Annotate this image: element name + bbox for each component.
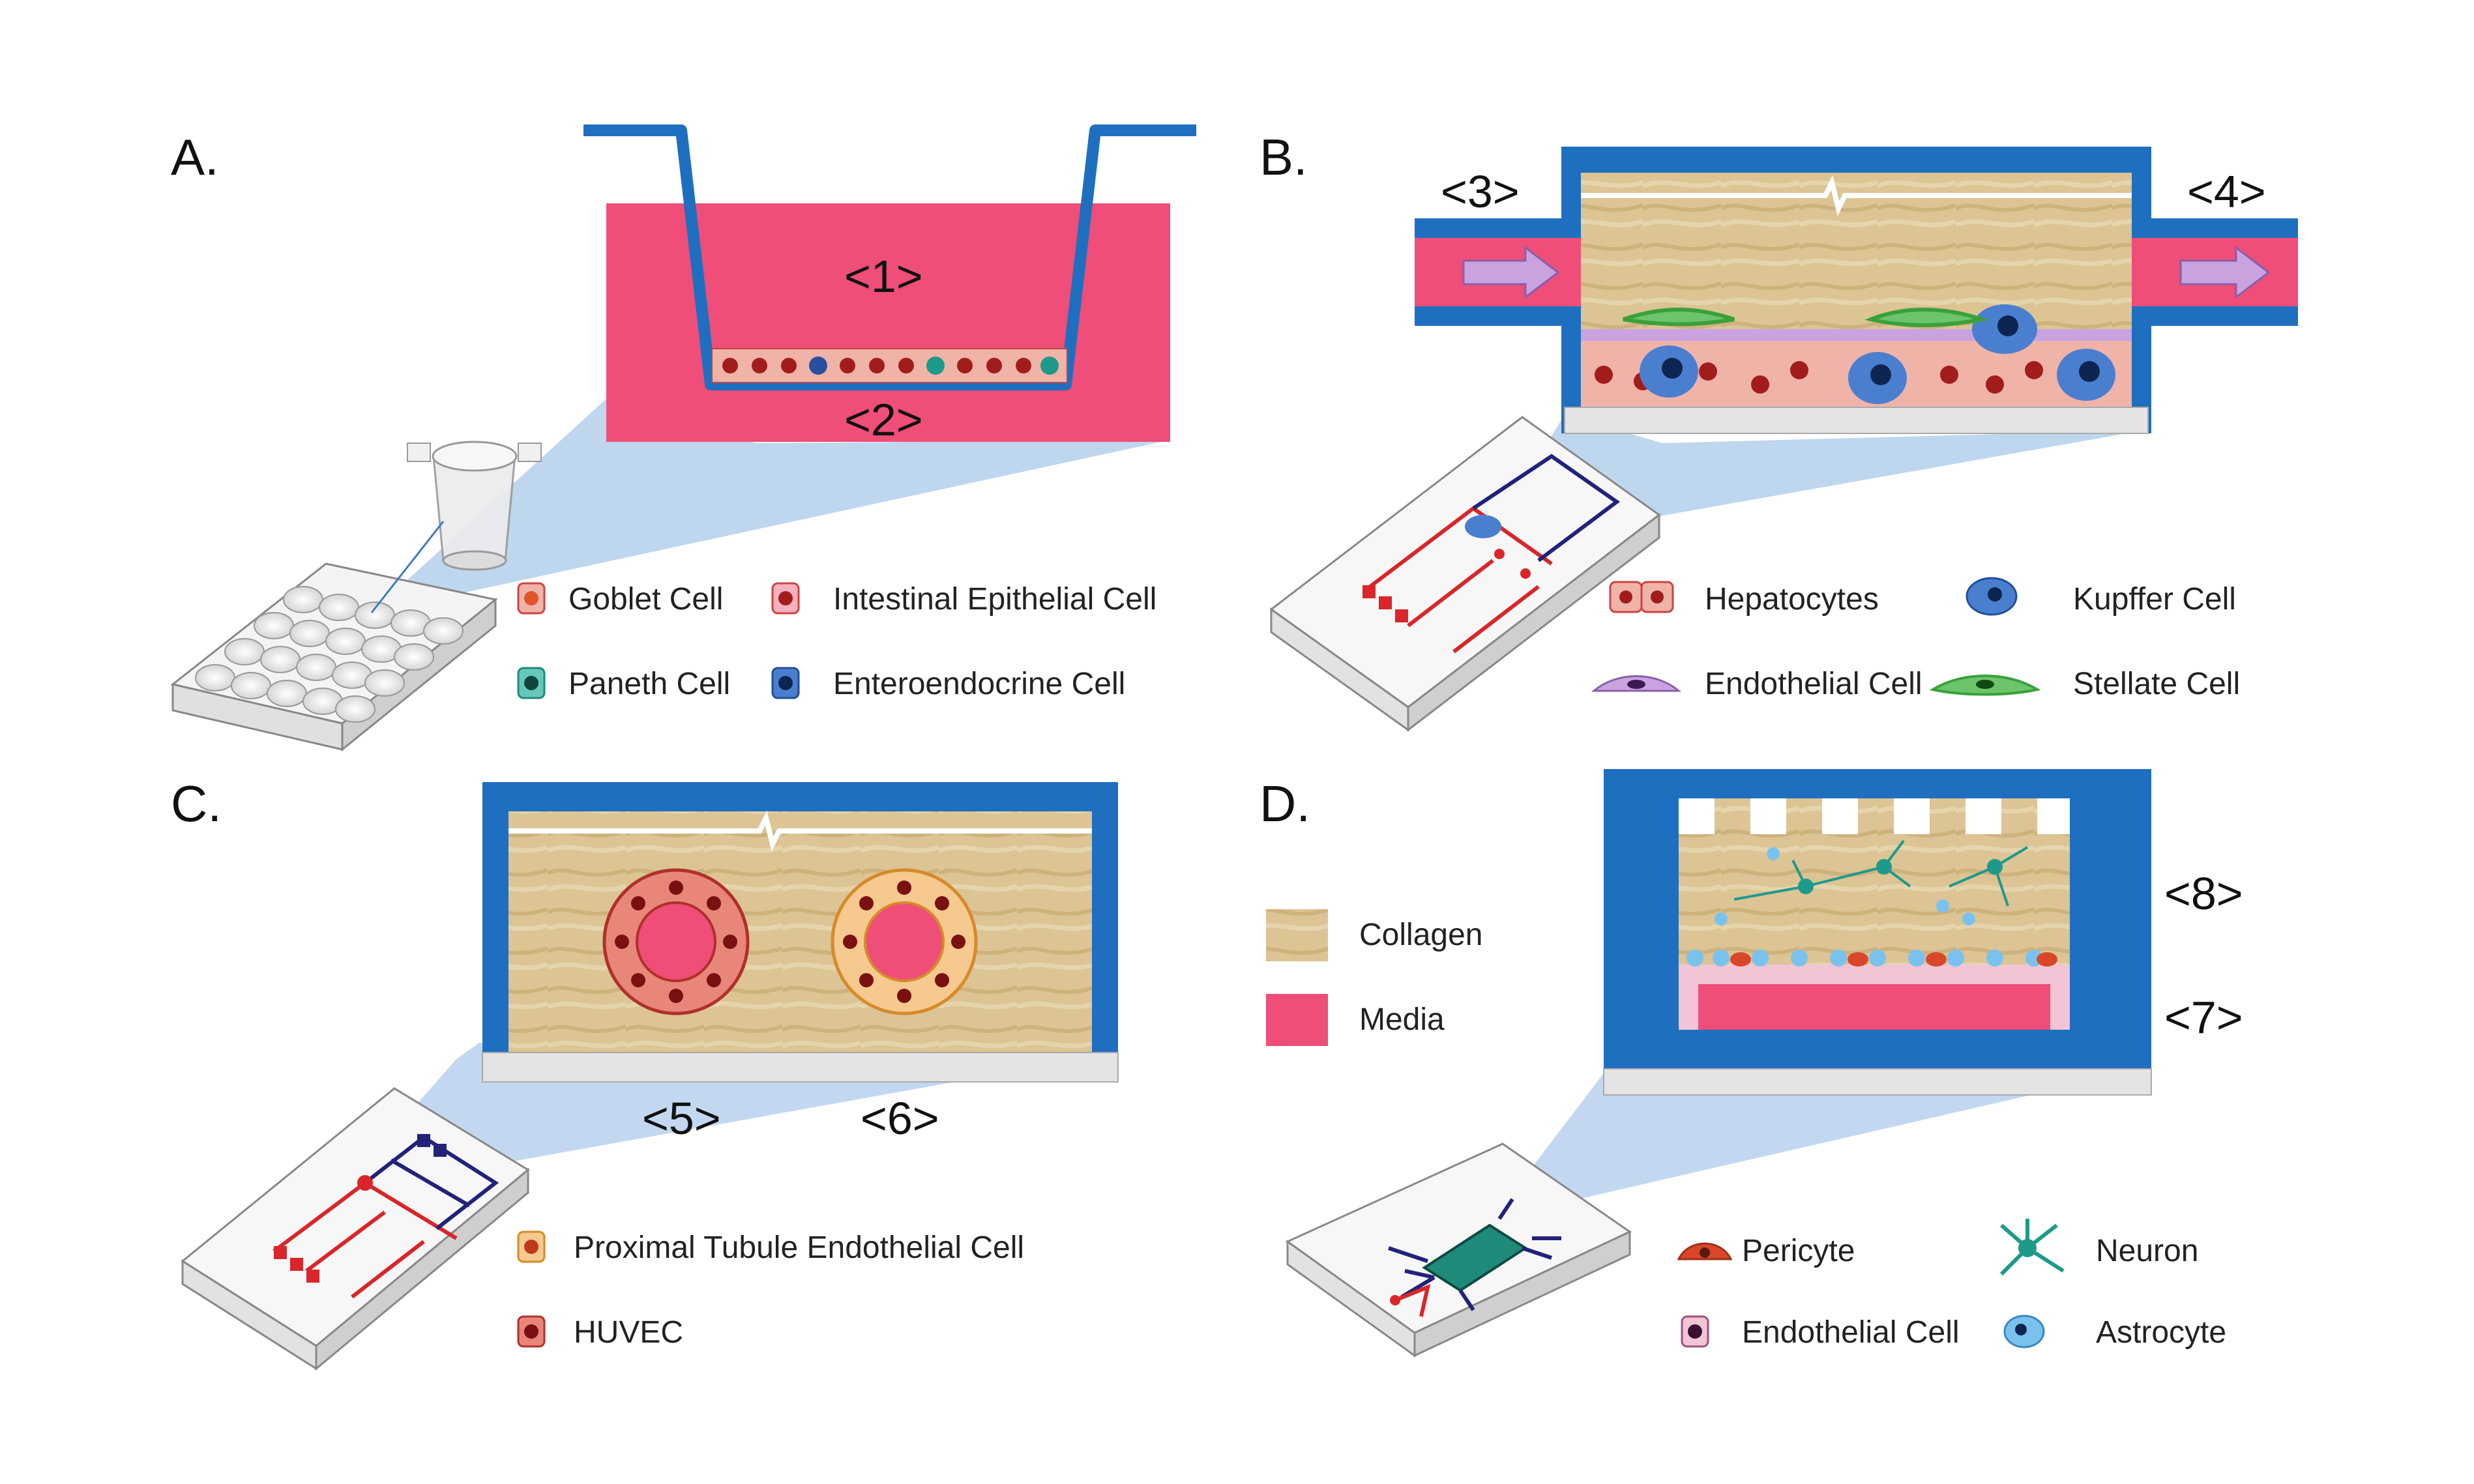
liver-chip <box>1269 416 1661 733</box>
legend-media: Media <box>1359 1002 1445 1037</box>
chamber-base <box>1603 1068 2152 1096</box>
legend-collagen: Collagen <box>1359 918 1482 952</box>
transwell-insert <box>583 124 1196 390</box>
flow-in-arrow-icon <box>1462 245 1560 300</box>
label-8: <8> <box>2164 868 2243 919</box>
media-swatch-icon <box>1266 994 1328 1046</box>
label-3: <3> <box>1441 166 1520 217</box>
legend-huvec: HUVEC <box>574 1315 683 1350</box>
label-7: <7> <box>2164 992 2243 1043</box>
endothelial-layer <box>1581 329 2132 341</box>
legend-paneth-cell: Paneth Cell <box>568 667 730 701</box>
legend-enteroendocrine-cell: Enteroendocrine Cell <box>833 667 1125 701</box>
label-6: <6> <box>861 1093 939 1144</box>
panel-d-letter: D. <box>1259 775 1310 832</box>
panel-d-legend: Pericyte Neuron Endothelial Cell Astrocy… <box>1677 1219 2226 1350</box>
label-5: <5> <box>642 1093 721 1144</box>
transwell-cup <box>370 441 542 613</box>
well-plate <box>170 562 498 752</box>
label-4: <4> <box>2187 166 2266 217</box>
panel-a-legend: Goblet Cell Intestinal Epithelial Cell P… <box>517 582 1156 701</box>
legend-endothelial-cell: Endothelial Cell <box>1742 1315 1960 1350</box>
epithelial-monolayer <box>711 348 1068 383</box>
legend-endothelial-cell: Endothelial Cell <box>1705 667 1922 701</box>
panel-b-letter: B. <box>1259 128 1308 186</box>
panel-d: D. Collagen Media <box>1259 769 2243 1358</box>
legend-proximal-tubule-endothelial-cell: Proximal Tubule Endothelial Cell <box>574 1230 1024 1265</box>
panel-a: A. <1> <2> <box>170 124 1196 752</box>
zoom-wedge <box>1493 1069 2145 1219</box>
label-2: <2> <box>844 394 923 445</box>
legend-astrocyte: Astrocyte <box>2096 1315 2226 1350</box>
cut-line <box>1581 175 2132 216</box>
collagen-gel <box>508 811 1092 1053</box>
legend-stellate-cell: Stellate Cell <box>2073 667 2240 701</box>
cut-line <box>508 810 1092 852</box>
zoom-wedge <box>372 399 1170 613</box>
legend-goblet-cell: Goblet Cell <box>568 582 723 617</box>
chamber-base <box>482 1052 1119 1083</box>
chamber-base <box>1564 407 2149 434</box>
panel-a-letter: A. <box>171 128 219 186</box>
proximal-tubule <box>831 868 978 1015</box>
collagen-swatch-icon <box>1266 909 1328 961</box>
legend-hepatocytes: Hepatocytes <box>1705 582 1879 617</box>
neuron-icon <box>1999 1219 2065 1276</box>
astrocyte-row <box>1686 950 2042 967</box>
brain-chip <box>1286 1142 1632 1358</box>
legend-kupffer-cell: Kupffer Cell <box>2073 582 2236 617</box>
panel-c-legend: Proximal Tubule Endothelial Cell HUVEC <box>517 1230 1024 1350</box>
ports <box>1679 798 2070 834</box>
material-legend: Collagen Media <box>1266 909 1482 1046</box>
panel-b: B. <3> <4> <box>1259 128 2298 733</box>
media-channel <box>1698 984 2050 1030</box>
panel-b-legend: Hepatocytes Kupffer Cell Endothelial Cel… <box>1591 577 2240 701</box>
panel-c: C. <5> <6> <box>171 775 1119 1371</box>
panel-c-letter: C. <box>171 775 222 832</box>
kidney-chip <box>181 1087 530 1371</box>
kupffer-cells <box>1640 304 2115 404</box>
legend-pericyte: Pericyte <box>1742 1234 1855 1268</box>
label-1: <1> <box>844 251 923 302</box>
epithelial-cells <box>722 356 1059 375</box>
huvec-vessel <box>602 868 750 1015</box>
pericyte-row <box>1730 952 2057 967</box>
legend-intestinal-epithelial-cell: Intestinal Epithelial Cell <box>833 582 1156 617</box>
flow-out-arrow-icon <box>2179 245 2271 300</box>
stellate-cells <box>1623 308 1990 327</box>
legend-neuron: Neuron <box>2096 1234 2198 1268</box>
